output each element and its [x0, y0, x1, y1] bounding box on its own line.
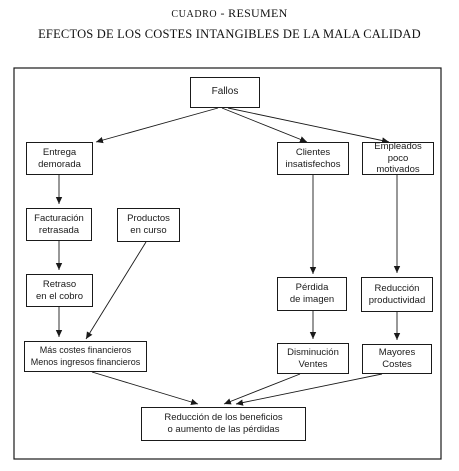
node-empleados-poco-motivados: Empleados poco motivados: [362, 141, 434, 175]
node-clientes-insatisfechos: Clientes insatisfechos: [277, 142, 349, 175]
node-entrega-demorada: Entrega demorada: [26, 142, 93, 175]
node-disminucion-ventas: Disminución Ventes: [277, 343, 349, 374]
arrow-fallos-entrega: [95, 107, 219, 144]
node-fallos: Fallos: [190, 77, 260, 108]
arrow-mayores-resultado: [235, 373, 383, 406]
node-reduccion-productividad: Reducción productividad: [361, 277, 433, 312]
diagram-title: EFECTOS DE LOS COSTES INTANGIBLES DE LA …: [38, 27, 421, 41]
node-productos-en-curso: Productos en curso: [117, 208, 180, 242]
cuadro-label: Cuadro: [171, 9, 218, 20]
node-costes-financieros: Más costes financieros Menos ingresos fi…: [24, 341, 147, 372]
arrow-productos-costes: [85, 241, 147, 340]
node-facturacion-retrasada: Facturación retrasada: [26, 208, 92, 241]
figure-label: Cuadro - RESUMEN: [0, 6, 459, 21]
node-resultado: Reducción de los beneficios o aumento de…: [141, 407, 306, 441]
arrow-costes-resultado: [91, 371, 199, 406]
arrow-fallos-clientes: [221, 107, 308, 143]
arrow-fallos-empleados: [227, 107, 390, 144]
node-retraso-en-el-cobro: Retraso en el cobro: [26, 274, 93, 307]
cuadro-suffix: - RESUMEN: [220, 6, 288, 20]
arrow-disminucion-resultado: [223, 373, 301, 405]
node-mayores-costes: Mayores Costes: [362, 344, 432, 374]
diagram-frame: [13, 67, 442, 460]
node-perdida-de-imagen: Pérdida de imagen: [277, 277, 347, 311]
